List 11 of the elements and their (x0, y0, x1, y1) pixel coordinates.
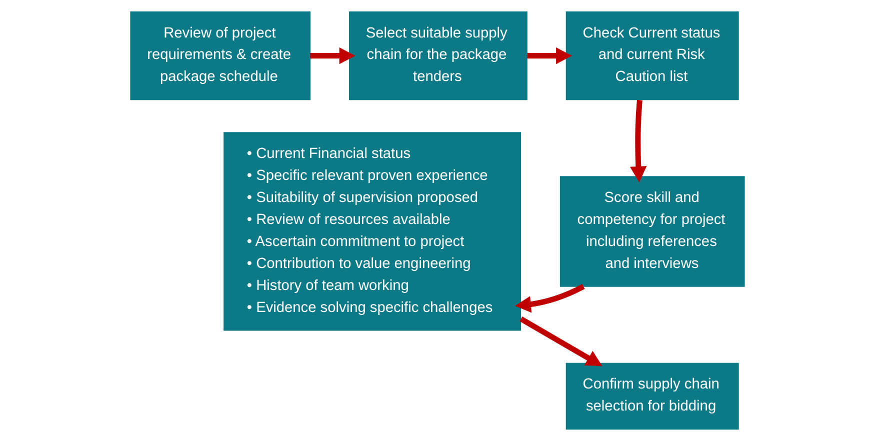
node-box: Review of project requirements & create package schedule (130, 11, 310, 100)
arrow (310, 47, 355, 64)
arrow (526, 47, 572, 64)
arrow (630, 100, 646, 182)
node-box: Check Current status and current Risk Caution list (565, 11, 738, 100)
node-box: Select suitable supply chain for the package tenders (348, 11, 527, 100)
node-box: • Current Financial status • Specific relevant proven experience • Suitability of supervision proposed • Review of resources available • Ascertain commitment to project • Contribution to value engineering • History of team working • Evidence solving specific challenges (223, 132, 521, 331)
node-box: Confirm supply chain selection for bidding (565, 362, 738, 430)
arrow (519, 316, 602, 366)
node-box: Score skill and competency for project including references and interviews (559, 176, 744, 287)
arrow (514, 284, 584, 313)
